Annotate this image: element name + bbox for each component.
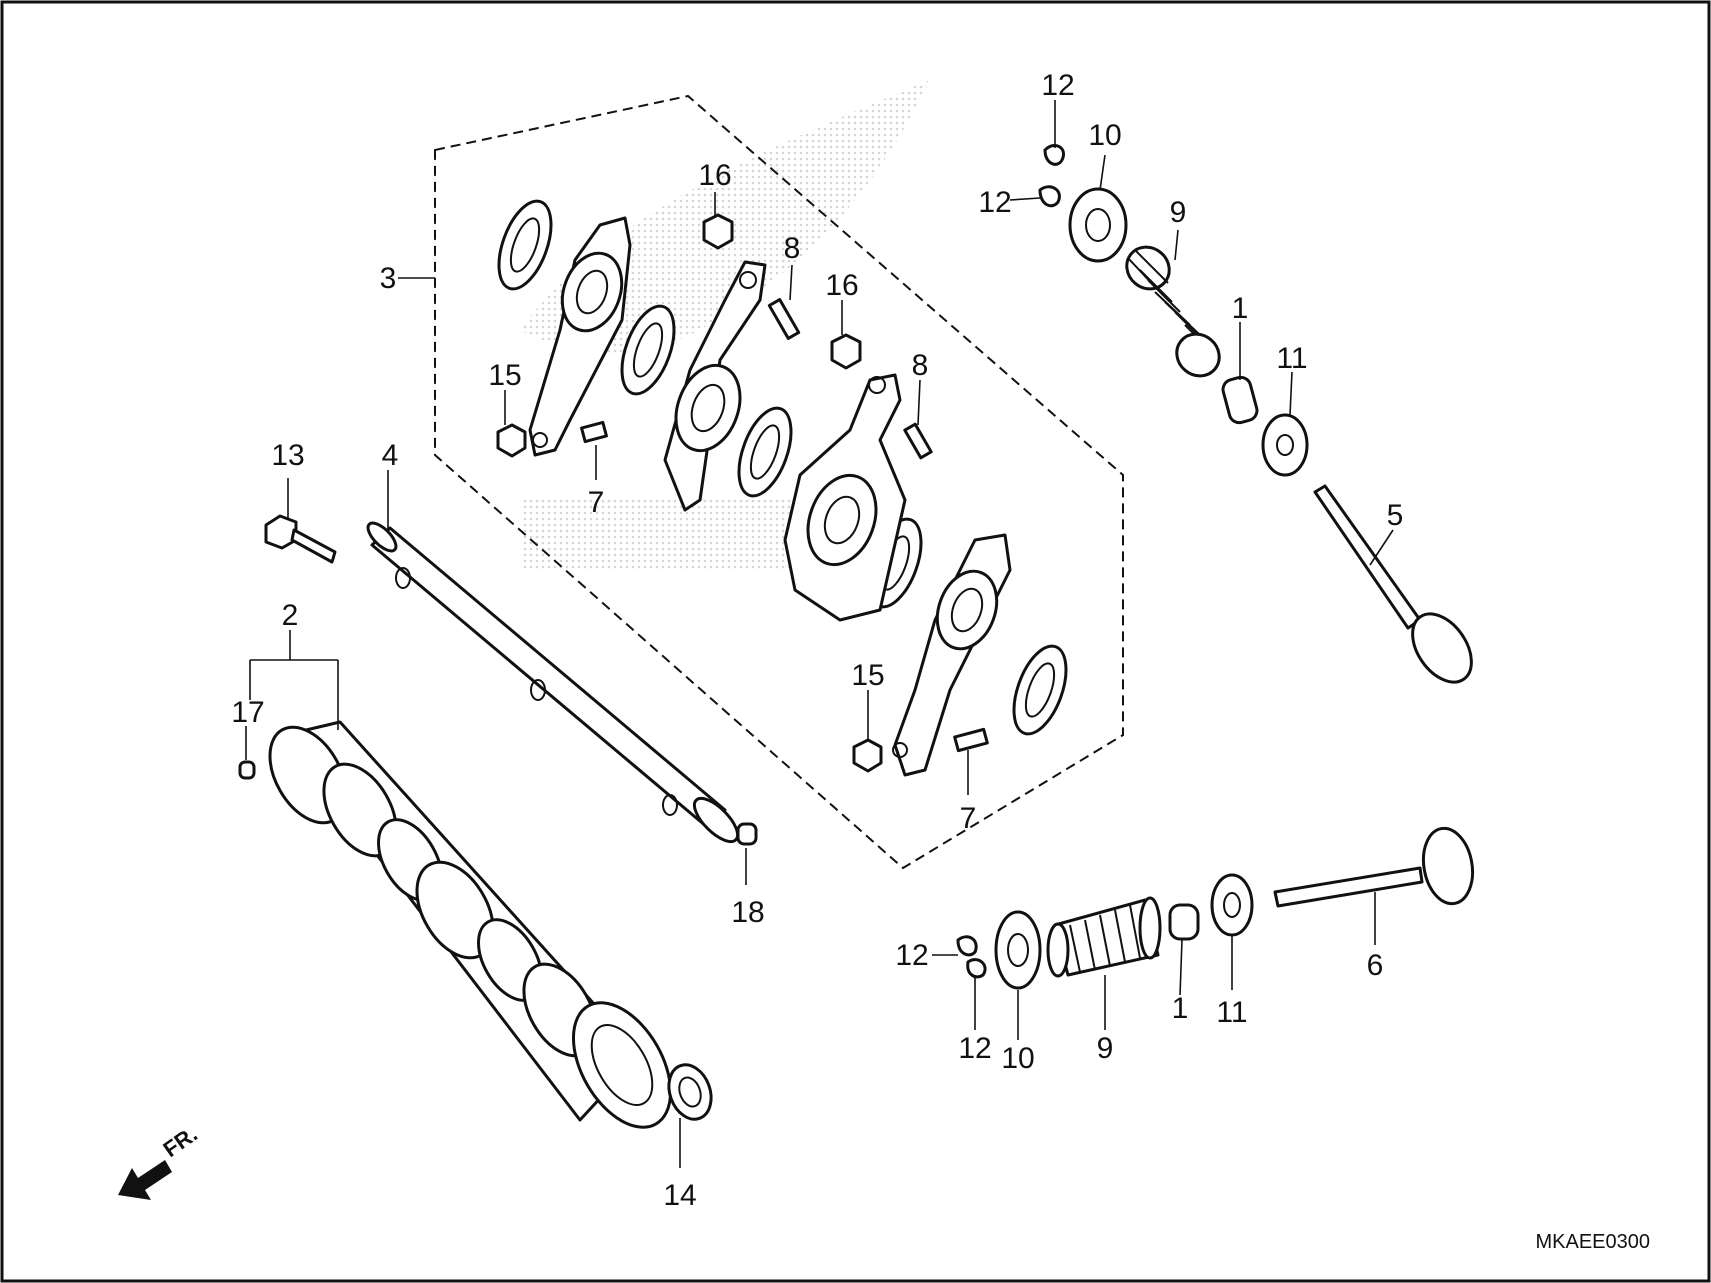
rocker-arm-group [496,199,1068,777]
thrust-washer [497,199,553,291]
callout-17: 17 [231,696,264,729]
callout-12: 12 [978,186,1011,219]
callout-11: 11 [1216,996,1247,1029]
callout-16: 16 [825,269,858,302]
rocker-arm-shaft [366,521,740,844]
lock-nut [852,738,883,773]
callout-1: 1 [1232,292,1249,325]
spring-retainer [1068,187,1128,263]
callout-labels: 12 10 12 9 1 11 5 16 8 16 8 3 15 7 15 7 … [231,69,1403,1212]
intake-valve [1313,484,1473,684]
sealing-plug [667,1063,713,1121]
callout-18: 18 [731,896,764,929]
callout-5: 5 [1387,499,1404,532]
diagram-code: MKAEE0300 [1535,1231,1650,1253]
callout-7: 7 [588,486,605,519]
lock-nut [496,423,527,458]
front-arrow: FR. [118,1121,202,1200]
camshaft [268,720,673,1129]
bolt [264,514,337,564]
callout-11: 11 [1276,342,1307,375]
valve-spring [1125,245,1221,378]
rocker-arm-assembly-boundary [434,94,1124,870]
spring-seat [1261,413,1309,477]
front-label: FR. [159,1121,202,1162]
callout-8: 8 [912,349,929,382]
dowel-pin [736,822,758,846]
valve-cotter [1038,185,1061,208]
thrust-washer [1012,644,1068,736]
callout-6: 6 [1367,949,1384,982]
valve-stem-seal [1168,903,1200,941]
callout-12: 12 [895,939,928,972]
callout-9: 9 [1097,1032,1114,1065]
lock-nut [830,333,862,370]
valve-stem-seal [1221,375,1259,425]
callout-16: 16 [698,159,731,192]
adjusting-screw [580,420,608,444]
pin [238,760,256,780]
callout-2: 2 [282,599,299,632]
valve-cotter [1043,144,1065,166]
adjusting-screw [953,727,989,753]
callout-14: 14 [663,1179,696,1212]
callout-4: 4 [382,439,399,472]
callout-13: 13 [271,439,304,472]
tappet-screw [767,298,801,340]
exhaust-valve [1273,826,1475,908]
tappet-screw [903,422,933,460]
callout-12: 12 [1041,69,1074,102]
thrust-washer [737,406,793,498]
callout-3: 3 [380,262,397,295]
upper-valve-group [1038,144,1473,684]
callout-1: 1 [1172,992,1189,1025]
lower-valve-group [956,826,1475,990]
callout-15: 15 [851,659,884,692]
callout-12: 12 [958,1032,991,1065]
callout-8: 8 [784,232,801,265]
lock-nut [702,213,734,250]
callout-10: 10 [1088,119,1121,152]
callout-7: 7 [960,802,977,835]
callout-9: 9 [1170,196,1187,229]
valve-cotter [956,935,978,957]
callout-10: 10 [1001,1042,1034,1075]
valve-cotter [966,958,987,979]
leader-lines [245,100,1394,1168]
spring-seat [1210,873,1254,937]
spring-retainer [994,910,1042,990]
valve-spring [1046,896,1162,978]
callout-15: 15 [488,359,521,392]
